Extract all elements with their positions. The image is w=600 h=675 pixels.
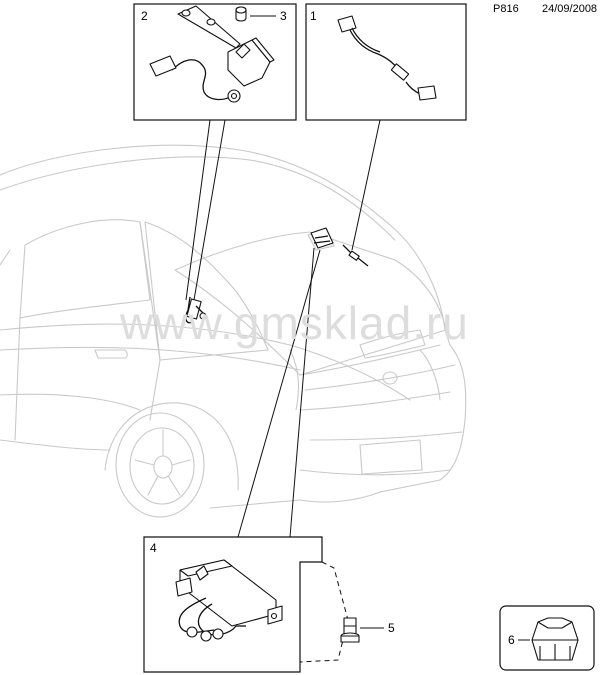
callout-4: 4 — [150, 541, 157, 555]
leader-line-2b — [193, 119, 226, 301]
item-6-nut-frame — [499, 605, 595, 671]
leader-line-1 — [351, 119, 381, 251]
item-5-screw — [340, 617, 384, 643]
leader-line-2 — [185, 119, 211, 301]
inset-frame-4 — [143, 536, 349, 673]
harness-on-roof — [342, 244, 369, 267]
inset-frame-2 — [133, 3, 297, 121]
inset-frame-1 — [305, 3, 467, 121]
antenna-base-on-roof — [310, 227, 334, 249]
watermark-text: www.gmsklad.ru — [120, 297, 469, 349]
callout-5: 5 — [388, 621, 395, 635]
callout-6: 6 — [508, 633, 515, 647]
leader-line-4 — [237, 249, 321, 538]
callout-3: 3 — [280, 9, 287, 23]
page-code: P816 — [493, 3, 519, 15]
car-illustration — [0, 144, 467, 518]
callout-2: 2 — [141, 9, 148, 23]
module-on-c-pillar — [185, 296, 207, 324]
page-date: 24/09/2008 — [542, 3, 598, 15]
callout-1: 1 — [310, 9, 317, 23]
leader-line-4b — [289, 247, 315, 538]
